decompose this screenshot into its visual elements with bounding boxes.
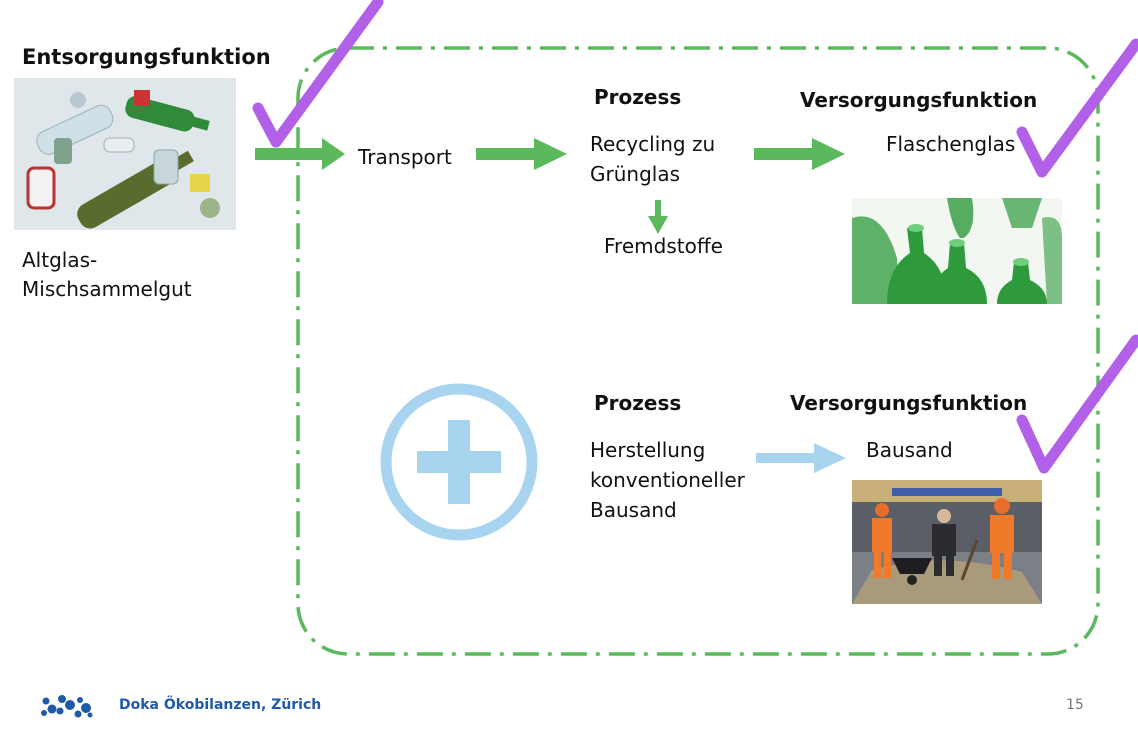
supply-heading-bottom: Versorgungsfunktion — [790, 391, 1028, 415]
altglas-caption-line1: Altglas- — [22, 248, 98, 272]
recycling-label-line2: Grünglas — [590, 162, 680, 186]
bausand-label: Bausand — [866, 438, 953, 462]
checkmark-icon-flaschenglas — [1016, 38, 1138, 178]
transport-label: Transport — [358, 145, 452, 169]
doka-logo — [41, 695, 93, 718]
green-bottles-photo — [852, 198, 1062, 304]
system-boundary — [296, 46, 1100, 656]
arrow-into-transport — [255, 138, 345, 170]
footer-company: Doka Ökobilanzen, Zürich — [119, 697, 322, 713]
flaschenglas-label: Flaschenglas — [886, 132, 1016, 156]
altglas-caption-line2: Mischsammelgut — [22, 277, 192, 301]
mixed-glass-bottles-photo — [14, 78, 236, 230]
recycling-label-line1: Recycling zu — [590, 132, 716, 156]
arrow-herstellung-to-bausand — [756, 443, 846, 473]
checkmark-icon-entsorgung — [252, 0, 384, 148]
sand-workers-photo — [852, 480, 1042, 604]
herstellung-label-line2: konventioneller — [590, 468, 745, 492]
arrow-recycling-to-fremdstoffe — [648, 200, 668, 234]
page-number: 15 — [1066, 697, 1084, 713]
arrow-transport-to-recycling — [476, 138, 567, 170]
arrow-recycling-to-flaschenglas — [754, 138, 845, 170]
process-heading-top: Prozess — [594, 85, 682, 109]
plus-circle-icon — [380, 383, 538, 541]
entsorgungsfunktion-heading: Entsorgungsfunktion — [22, 45, 271, 69]
process-heading-bottom: Prozess — [594, 391, 682, 415]
supply-heading-top: Versorgungsfunktion — [800, 88, 1038, 112]
fremdstoffe-label: Fremdstoffe — [604, 234, 723, 258]
checkmark-icon-bausand — [1016, 334, 1138, 474]
herstellung-label-line3: Bausand — [590, 498, 677, 522]
herstellung-label-line1: Herstellung — [590, 438, 706, 462]
